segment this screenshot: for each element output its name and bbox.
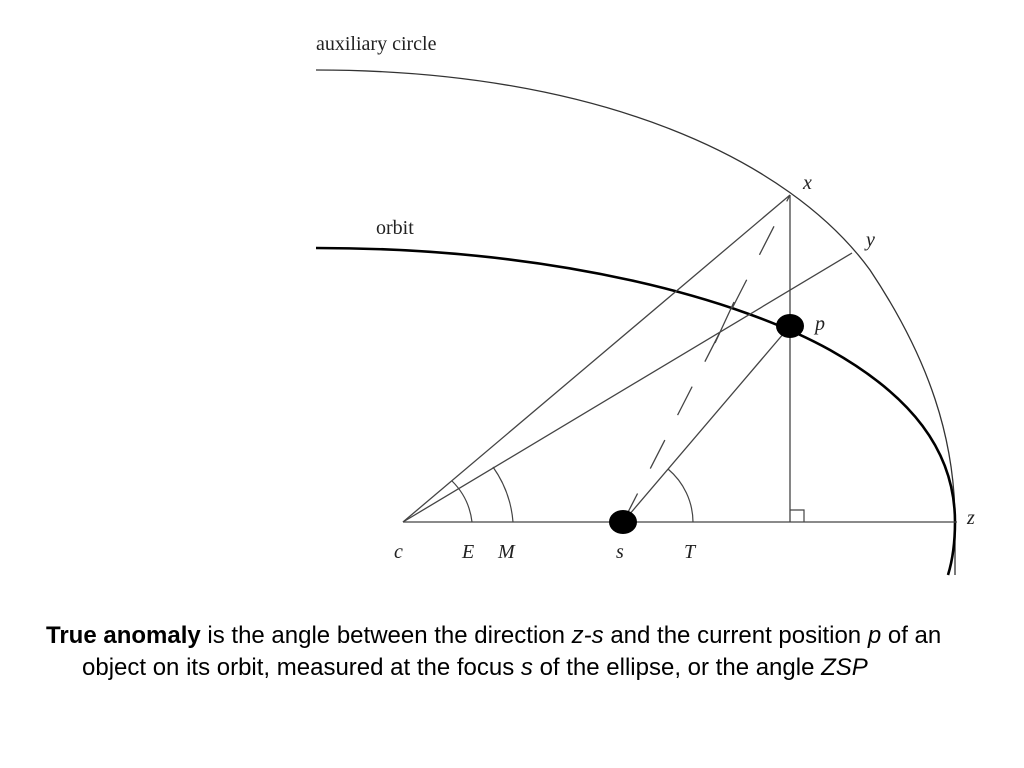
angle-arc-M bbox=[492, 466, 514, 523]
point-s bbox=[609, 510, 637, 534]
caption-part-4: of the ellipse, or the angle bbox=[532, 654, 822, 681]
label-auxiliary-circle: auxiliary circle bbox=[316, 33, 437, 55]
label-s: s bbox=[616, 541, 624, 563]
line-c-y bbox=[402, 252, 853, 523]
line-s-x-dashed bbox=[622, 194, 791, 523]
label-x: x bbox=[802, 172, 812, 194]
line-s-p bbox=[622, 325, 791, 523]
tick-mark bbox=[714, 301, 735, 344]
caption-zsp: ZSP bbox=[821, 654, 868, 681]
right-angle-marker bbox=[790, 509, 805, 522]
caption-part-2: and the current position bbox=[603, 622, 868, 649]
orbit-diagram: auxiliary circle orbit x y p z c E M s T bbox=[315, 33, 975, 576]
label-y: y bbox=[864, 229, 875, 251]
line-c-x bbox=[402, 194, 791, 523]
caption-part-1: is the angle between the direction bbox=[200, 622, 572, 649]
caption-part-3: of an object on its orbit, measured at t… bbox=[82, 622, 942, 681]
point-p bbox=[776, 314, 804, 338]
caption-p: p bbox=[867, 622, 882, 649]
label-E: E bbox=[461, 541, 474, 563]
caption-term: True anomaly bbox=[46, 622, 201, 649]
label-orbit: orbit bbox=[376, 217, 414, 239]
label-z: z bbox=[966, 507, 975, 529]
caption-zs: z-s bbox=[571, 622, 604, 649]
label-T: T bbox=[684, 541, 697, 563]
angle-arc-E bbox=[451, 480, 473, 523]
angle-arc-T bbox=[667, 468, 694, 523]
label-c: c bbox=[394, 541, 403, 563]
caption-s: s bbox=[520, 654, 533, 681]
caption-text: True anomaly is the angle between the di… bbox=[46, 620, 982, 684]
label-p: p bbox=[813, 313, 825, 335]
label-M: M bbox=[497, 541, 516, 563]
auxiliary-circle-arc bbox=[315, 69, 956, 575]
